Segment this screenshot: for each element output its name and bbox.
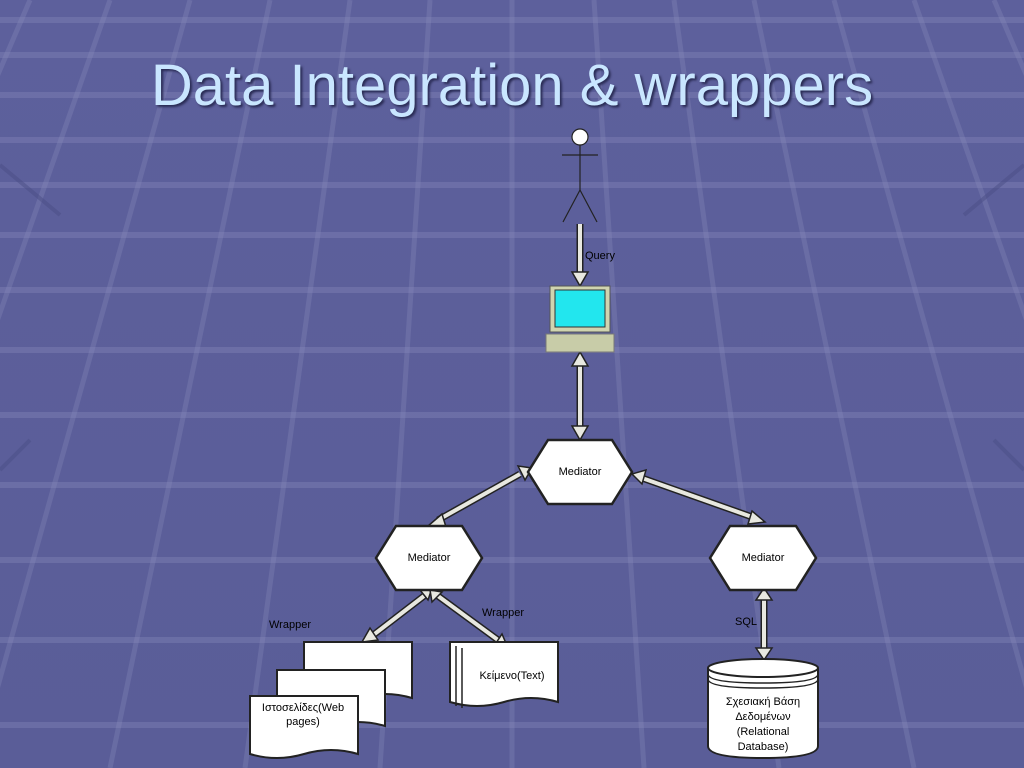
web-pages-label-line1: Ιστοσελίδες(Web <box>262 702 344 714</box>
mediator-right-label: Mediator <box>742 552 785 564</box>
database-label-line1: Σχεσιακή Βάση <box>726 696 800 708</box>
wrapper-left-label: Wrapper <box>269 619 311 631</box>
wrapper-right-label: Wrapper <box>482 607 524 619</box>
mediator-left-web-arrow <box>360 587 434 643</box>
sql-label: SQL <box>735 616 757 628</box>
web-pages-documents: Ιστοσελίδες(Web pages) <box>249 641 413 759</box>
mediator-top-label: Mediator <box>559 466 602 478</box>
computer-icon <box>545 285 615 353</box>
database-icon: Σχεσιακή Βάση Δεδομένων (Relational Data… <box>707 658 819 760</box>
arrows <box>360 224 774 662</box>
mediator-left: Mediator <box>374 524 484 592</box>
mediator-top: Mediator <box>526 438 634 506</box>
computer-mediator-arrow <box>570 350 590 442</box>
mediator-left-text-arrow <box>429 589 510 649</box>
mediator-right-db-arrow <box>754 586 774 662</box>
mediator-left-label: Mediator <box>408 552 451 564</box>
query-arrow <box>570 224 590 288</box>
database-label-line3: (Relational <box>737 726 790 738</box>
query-label: Query <box>585 250 615 262</box>
user-icon <box>562 128 598 223</box>
database-label-line4: Database) <box>738 741 789 753</box>
mediator-top-left-arrow <box>426 465 534 528</box>
text-document-label: Κείμενο(Text) <box>479 670 544 682</box>
mediator-top-right-arrow <box>630 468 767 525</box>
database-label-line2: Δεδομένων <box>735 711 791 723</box>
slide-title: Data Integration & wrappers <box>150 53 874 118</box>
text-document: Κείμενο(Text) <box>449 641 559 708</box>
mediator-right: Mediator <box>708 524 818 592</box>
web-pages-label-line2: pages) <box>286 716 320 728</box>
